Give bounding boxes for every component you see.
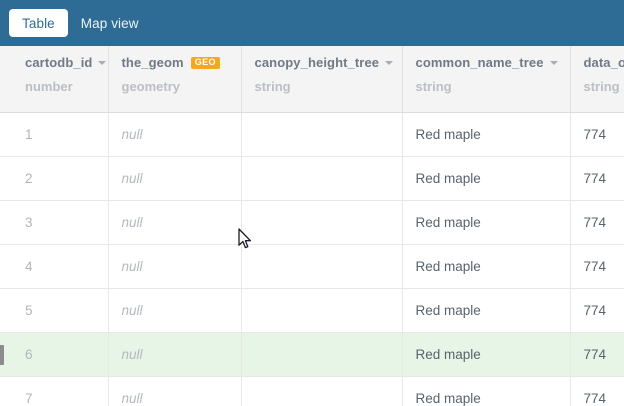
cell-cartodb-id[interactable]: 3 (12, 200, 109, 245)
header-row: cartodb_id number the_geom GEO geometry (0, 46, 624, 113)
row-gutter[interactable] (0, 288, 12, 333)
cell-canopy-height-tree[interactable] (241, 156, 403, 201)
chevron-down-icon[interactable] (549, 60, 558, 65)
row-gutter[interactable] (0, 156, 12, 201)
header-gutter (0, 46, 12, 113)
cell-cartodb-id[interactable]: 5 (12, 288, 109, 333)
cell-the-geom[interactable]: null (108, 156, 242, 201)
row-selection-marker (0, 344, 4, 365)
data-table: cartodb_id number the_geom GEO geometry (0, 46, 624, 406)
column-header-common-name-tree[interactable]: common_name_tree string (402, 46, 571, 113)
table-header: cartodb_id number the_geom GEO geometry (0, 46, 624, 113)
cell-common-name-tree[interactable]: Red maple (402, 332, 571, 377)
column-type: string (415, 79, 452, 94)
cell-cartodb-id[interactable]: 2 (12, 156, 109, 201)
column-type: string (583, 79, 620, 94)
cell-cartodb-id[interactable]: 4 (12, 244, 109, 289)
column-label: canopy_height_tree (254, 55, 380, 70)
column-type: string (254, 79, 291, 94)
row-gutter[interactable] (0, 376, 12, 406)
tab-map-view[interactable]: Map view (80, 15, 139, 31)
column-header-canopy-height-tree[interactable]: canopy_height_tree string (241, 46, 403, 113)
column-type: geometry (121, 79, 181, 94)
column-header-data-o[interactable]: data_o string (570, 46, 624, 113)
row-gutter[interactable] (0, 200, 12, 245)
column-label: the_geom (121, 55, 184, 70)
cell-cartodb-id[interactable]: 1 (12, 112, 109, 157)
cell-canopy-height-tree[interactable] (241, 288, 403, 333)
column-name-wrap: common_name_tree (416, 55, 570, 70)
row-gutter[interactable] (0, 112, 12, 157)
cell-the-geom[interactable]: null (108, 376, 242, 406)
cell-data-o[interactable]: 774 (570, 288, 624, 333)
row-gutter[interactable] (0, 244, 12, 289)
cell-the-geom[interactable]: null (108, 288, 242, 333)
geo-badge: GEO (190, 56, 220, 69)
cell-canopy-height-tree[interactable] (241, 244, 403, 289)
cell-data-o[interactable]: 774 (570, 332, 624, 377)
chevron-down-icon[interactable] (385, 60, 394, 65)
cell-common-name-tree[interactable]: Red maple (402, 288, 571, 333)
cell-data-o[interactable]: 774 (570, 200, 624, 245)
cell-the-geom[interactable]: null (108, 332, 242, 377)
cell-common-name-tree[interactable]: Red maple (402, 244, 571, 289)
column-name-wrap: data_o (584, 55, 624, 70)
cell-data-o[interactable]: 774 (570, 156, 624, 201)
cell-the-geom[interactable]: null (108, 244, 242, 289)
column-type: number (25, 79, 73, 94)
cell-cartodb-id[interactable]: 7 (12, 376, 109, 406)
column-name-wrap: canopy_height_tree (255, 55, 402, 70)
cell-cartodb-id[interactable]: 6 (12, 332, 109, 377)
cell-common-name-tree[interactable]: Red maple (402, 376, 571, 406)
cell-common-name-tree[interactable]: Red maple (402, 112, 571, 157)
cell-canopy-height-tree[interactable] (241, 332, 403, 377)
cell-canopy-height-tree[interactable] (241, 112, 403, 157)
column-label: common_name_tree (415, 55, 544, 70)
column-header-cartodb-id[interactable]: cartodb_id number (12, 46, 109, 113)
column-label: cartodb_id (25, 55, 93, 70)
navbar: Table Map view (0, 0, 624, 46)
row-gutter[interactable] (0, 332, 12, 377)
cell-canopy-height-tree[interactable] (241, 376, 403, 406)
cell-canopy-height-tree[interactable] (241, 200, 403, 245)
cell-data-o[interactable]: 774 (570, 112, 624, 157)
column-name-wrap: the_geom GEO (122, 55, 241, 70)
column-name-wrap: cartodb_id (25, 55, 108, 70)
cell-common-name-tree[interactable]: Red maple (402, 200, 571, 245)
cell-common-name-tree[interactable]: Red maple (402, 156, 571, 201)
chevron-down-icon[interactable] (98, 60, 107, 65)
tab-table[interactable]: Table (9, 9, 68, 37)
cell-data-o[interactable]: 774 (570, 376, 624, 406)
cell-the-geom[interactable]: null (108, 200, 242, 245)
table-viewport[interactable]: cartodb_id number the_geom GEO geometry (0, 46, 624, 406)
cell-the-geom[interactable]: null (108, 112, 242, 157)
cell-data-o[interactable]: 774 (570, 244, 624, 289)
column-header-the-geom[interactable]: the_geom GEO geometry (108, 46, 242, 113)
column-label: data_o (583, 55, 624, 70)
